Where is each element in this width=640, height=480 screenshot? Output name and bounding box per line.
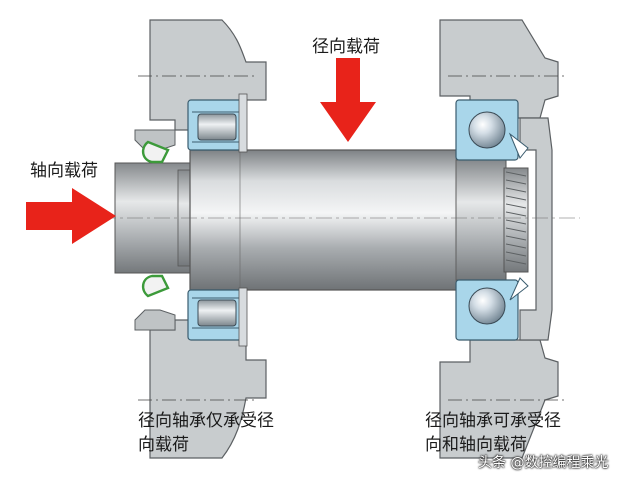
left-roller-bearing-bottom (187, 287, 248, 347)
right-ball-bearing-bottom (455, 277, 529, 341)
right-ball-bearing-top (455, 99, 529, 161)
thread (503, 167, 529, 273)
left-housing (134, 19, 267, 459)
left-caption-line2: 向载荷 (138, 435, 189, 455)
radial-load-arrow (320, 58, 376, 142)
left-seal (141, 140, 170, 298)
right-housing (439, 19, 565, 459)
left-caption-line1: 径向轴承仅承受径 (138, 411, 274, 431)
right-caption-line2: 向和轴向载荷 (425, 435, 527, 455)
shaft (114, 149, 529, 291)
axial-load-label: 轴向载荷 (30, 161, 98, 181)
watermark: 头条 @数控编程乘光 (478, 455, 609, 471)
left-roller-bearing-top (187, 93, 248, 153)
axial-load-arrow (26, 188, 116, 244)
radial-load-label: 径向载荷 (312, 37, 380, 57)
right-caption-line1: 径向轴承可承受径 (425, 411, 561, 431)
